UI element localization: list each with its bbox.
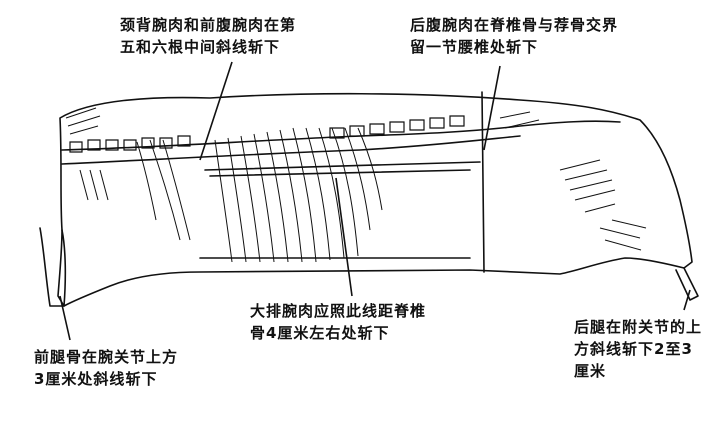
label-hindleg-cut: 后腿在附关节的上 方斜线斩下2至3 厘米	[574, 318, 703, 380]
carcass-outline	[57, 92, 693, 307]
pointer-lines	[59, 61, 691, 341]
foreleg-outline	[39, 227, 67, 307]
pointer-rear	[483, 65, 501, 151]
spine-line-2	[61, 135, 521, 165]
hindleg-outline	[675, 267, 699, 301]
spine-line	[61, 120, 621, 151]
label-rear-back-cut: 后腹腕肉在脊椎骨与荐骨交界 留一节腰椎处斩下	[410, 16, 619, 56]
label-neck-cut: 颈背腕肉和前腹腕肉在第 五和六根中间斜线斩下	[120, 16, 297, 56]
ribs-group	[136, 127, 383, 263]
label-ribs-cut: 大排腕肉应照此线距脊椎 骨4厘米左右处斩下	[250, 302, 427, 342]
rear-cut-line	[481, 91, 485, 273]
hindquarter-hatching	[499, 111, 647, 251]
vertebrae-group	[69, 115, 465, 153]
pointer-foreleg	[59, 295, 71, 341]
pointer-ribs	[335, 177, 353, 297]
pointer-hindleg	[683, 289, 691, 311]
pointer-neck	[199, 61, 233, 161]
label-foreleg-cut: 前腿骨在腕关节上方 3厘米处斜线斩下	[34, 348, 179, 388]
neck-hatching	[65, 107, 109, 201]
rib-line-2	[209, 169, 471, 177]
rib-line	[204, 161, 481, 171]
